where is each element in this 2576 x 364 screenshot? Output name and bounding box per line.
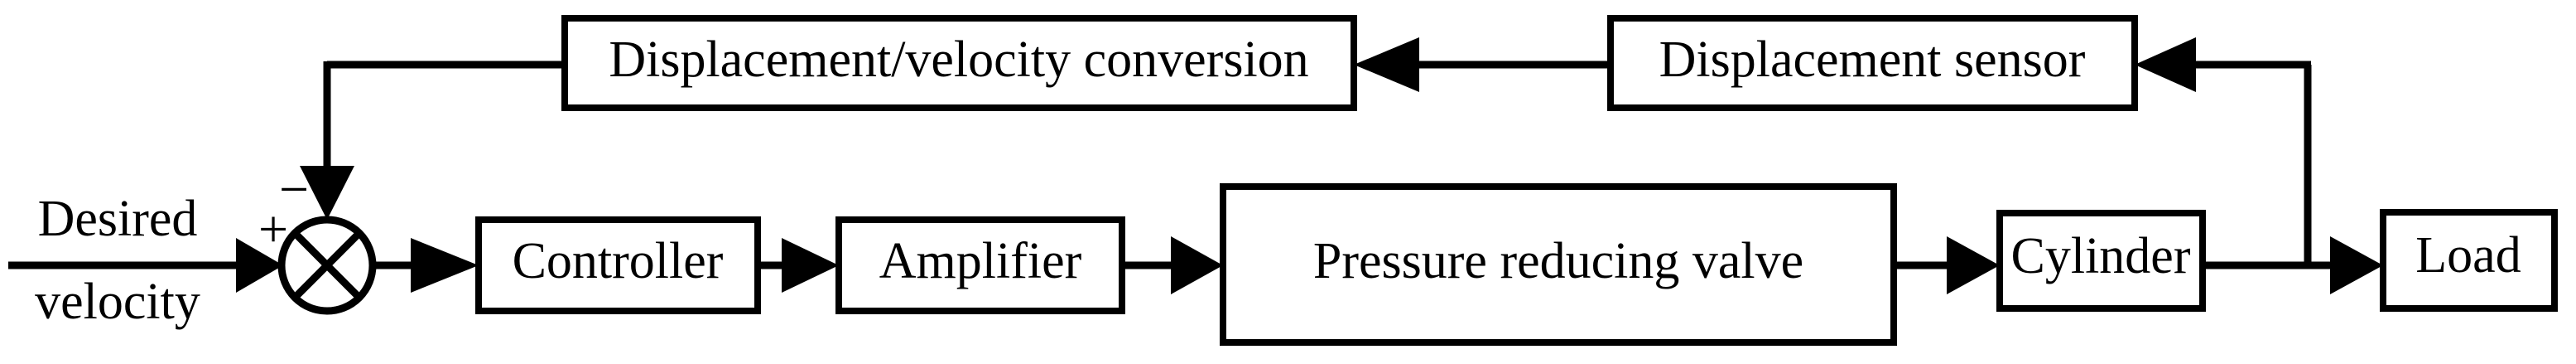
plus-sign-label: + xyxy=(258,200,288,259)
arrowhead-conversion-to-sum xyxy=(300,166,354,220)
block-rect-amplifier[interactable] xyxy=(835,216,1125,314)
block-load[interactable]: Load xyxy=(2380,209,2558,312)
connection-sensor-to-conversion xyxy=(1354,37,1611,92)
block-rect-displacement-sensor[interactable] xyxy=(1607,15,2138,111)
connection-valve-to-cylinder xyxy=(1894,236,2000,294)
arrowhead-sensor-to-conversion xyxy=(1354,37,1419,92)
block-label-amplifier: Amplifier xyxy=(879,233,1082,289)
block-rect-load[interactable] xyxy=(2380,209,2558,312)
connection-amplifier-to-valve xyxy=(1122,236,1223,294)
connection-controller-to-amplifier xyxy=(758,238,839,293)
block-rect-pressure-reducing-valve[interactable] xyxy=(1220,183,1897,346)
arrowhead-valve-to-cylinder xyxy=(1947,236,2000,294)
block-amplifier[interactable]: Amplifier xyxy=(835,216,1125,314)
block-rect-cylinder[interactable] xyxy=(1996,210,2206,312)
arrowhead-amplifier-to-valve xyxy=(1171,236,1223,294)
arrowhead-controller-to-amplifier xyxy=(782,238,839,293)
block-rect-controller[interactable] xyxy=(475,216,761,314)
connection-conversion-to-sum xyxy=(300,61,565,220)
arrowhead-cylinder-to-load xyxy=(2330,236,2383,294)
block-controller[interactable]: Controller xyxy=(475,216,761,314)
arrowhead-tap-to-sensor xyxy=(2135,37,2196,92)
connection-input-to-sum xyxy=(8,238,283,293)
connection-tap-to-sensor xyxy=(2135,37,2311,92)
block-label-load: Load xyxy=(2415,227,2521,284)
block-pressure-reducing-valve[interactable]: Pressure reducing valve xyxy=(1220,183,1897,346)
summing-junction[interactable] xyxy=(277,216,377,315)
block-label-cylinder: Cylinder xyxy=(2011,228,2191,284)
block-label-controller: Controller xyxy=(513,233,724,289)
block-displacement-sensor[interactable]: Displacement sensor xyxy=(1607,15,2138,111)
summing-junction-cross-stroke-b xyxy=(291,230,363,301)
arrowhead-sum-to-controller xyxy=(411,238,479,293)
block-label-displacement-sensor: Displacement sensor xyxy=(1659,32,2086,88)
arrowhead-input-to-sum xyxy=(236,238,283,293)
block-displacement-velocity-conversion[interactable]: Displacement/velocity conversion xyxy=(561,15,1357,111)
block-rect-displacement-velocity-conversion[interactable] xyxy=(561,15,1357,111)
minus-sign-label: − xyxy=(279,160,309,219)
block-label-displacement-velocity-conversion: Displacement/velocity conversion xyxy=(609,32,1308,88)
desired-velocity-label-line2: velocity xyxy=(35,274,200,330)
block-cylinder[interactable]: Cylinder xyxy=(1996,210,2206,312)
connection-sum-to-controller xyxy=(373,238,479,293)
desired-velocity-label-line1: Desired xyxy=(38,191,198,247)
connection-cylinder-to-load xyxy=(2203,236,2383,294)
block-label-pressure-reducing-valve: Pressure reducing valve xyxy=(1313,233,1803,289)
